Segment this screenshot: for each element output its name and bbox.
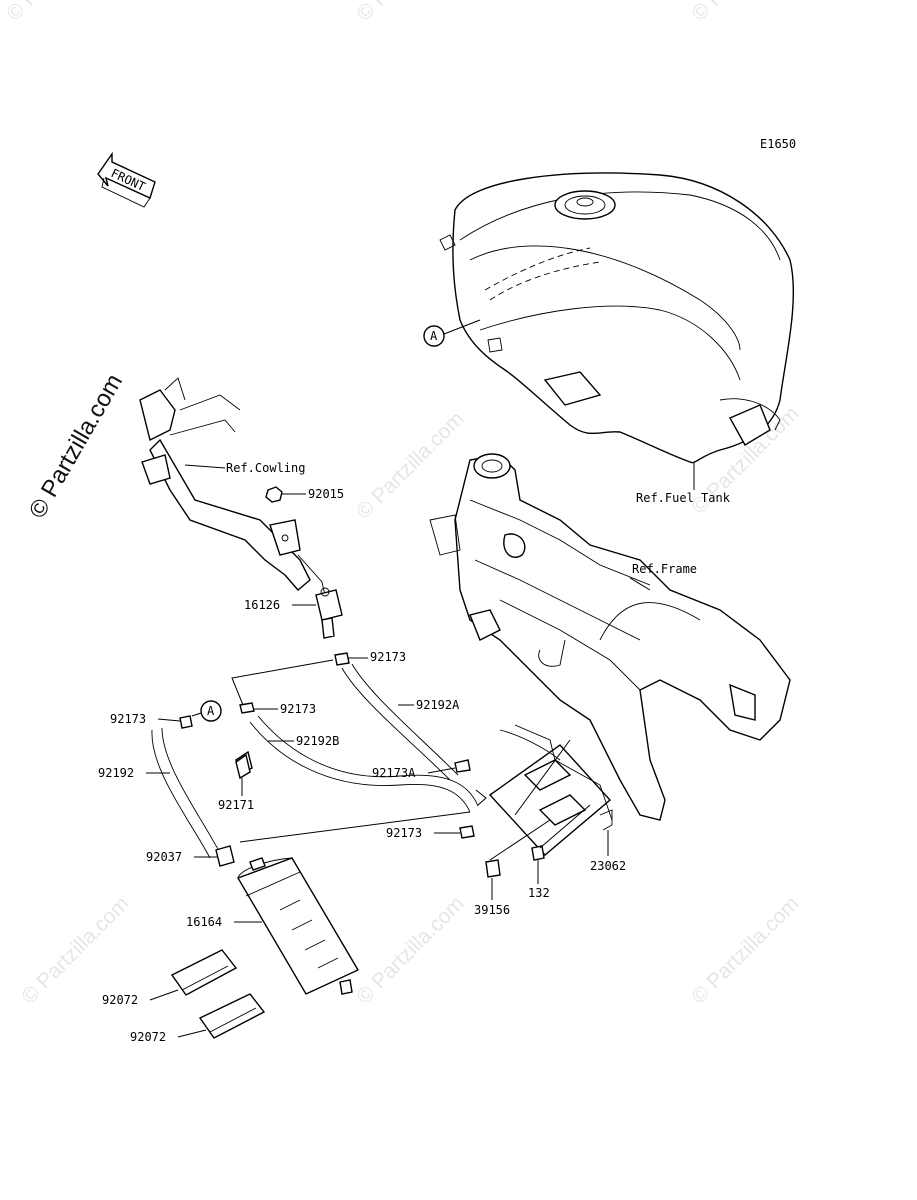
watermark-text: © Partzilla.com — [17, 892, 133, 1008]
part-label-16126: 16126 — [244, 598, 280, 612]
fuel-tank-drawing — [439, 172, 795, 464]
callout-a-hose: A — [191, 700, 222, 722]
part-label-39156: 39156 — [474, 903, 510, 917]
part-labels: 92015 16126 92173 92173 92192A 92192B 92… — [98, 487, 626, 1044]
part-label-92173: 92173 — [386, 826, 422, 840]
part-label-92192B: 92192B — [296, 734, 339, 748]
canister-16164-drawing — [236, 857, 359, 995]
diagram-code: E1650 — [760, 137, 796, 151]
valve-16126-drawing — [315, 587, 343, 639]
part-label-92015: 92015 — [308, 487, 344, 501]
part-label-92192: 92192 — [98, 766, 134, 780]
part-label-92192A: 92192A — [416, 698, 460, 712]
watermark-text: © Partzilla.com — [687, 892, 803, 1008]
ref-fuel-tank-label: Ref.Fuel Tank — [636, 491, 731, 505]
callout-a-text: A — [430, 329, 438, 343]
callout-a-text: A — [207, 704, 215, 718]
bolt-132-drawing — [531, 845, 545, 861]
part-label-92173A: 92173A — [372, 766, 416, 780]
callout-a-tank: A — [423, 319, 481, 347]
part-label-92171: 92171 — [218, 798, 254, 812]
cowling-bracket-drawing — [139, 377, 327, 601]
ref-cowling-label: Ref.Cowling — [226, 461, 305, 475]
watermark-text: © Partzilla.com — [352, 407, 468, 523]
part-label-132: 132 — [528, 886, 550, 900]
grouping-lines — [231, 659, 591, 861]
watermark-text: © Partzilla.com — [2, 0, 118, 26]
part-label-92037: 92037 — [146, 850, 182, 864]
part-label-23062: 23062 — [590, 859, 626, 873]
watermark-text: © Partzilla.com — [687, 0, 803, 26]
part-label-16164: 16164 — [186, 915, 222, 929]
hoses-drawing — [151, 663, 479, 859]
part-label-92072: 92072 — [130, 1030, 166, 1044]
watermark-text: © Partzilla.com — [352, 0, 468, 26]
watermark-primary: © Partzilla.com — [24, 369, 128, 523]
frame-drawing — [429, 453, 791, 821]
part-label-92173: 92173 — [280, 702, 316, 716]
grommet-39156-drawing — [485, 859, 501, 878]
part-label-92173: 92173 — [370, 650, 406, 664]
ref-frame-label: Ref.Frame — [632, 562, 697, 576]
clip-92171-drawing — [235, 753, 251, 780]
watermark-text: © Partzilla.com — [352, 892, 468, 1008]
nut-92015-drawing — [265, 486, 283, 503]
clamps-drawing — [179, 652, 475, 867]
part-label-92173: 92173 — [110, 712, 146, 726]
bracket-23062-drawing — [488, 724, 613, 856]
part-label-92072: 92072 — [102, 993, 138, 1007]
bands-92072-drawing — [170, 949, 266, 1039]
front-arrow-icon: FRONT — [97, 151, 156, 208]
